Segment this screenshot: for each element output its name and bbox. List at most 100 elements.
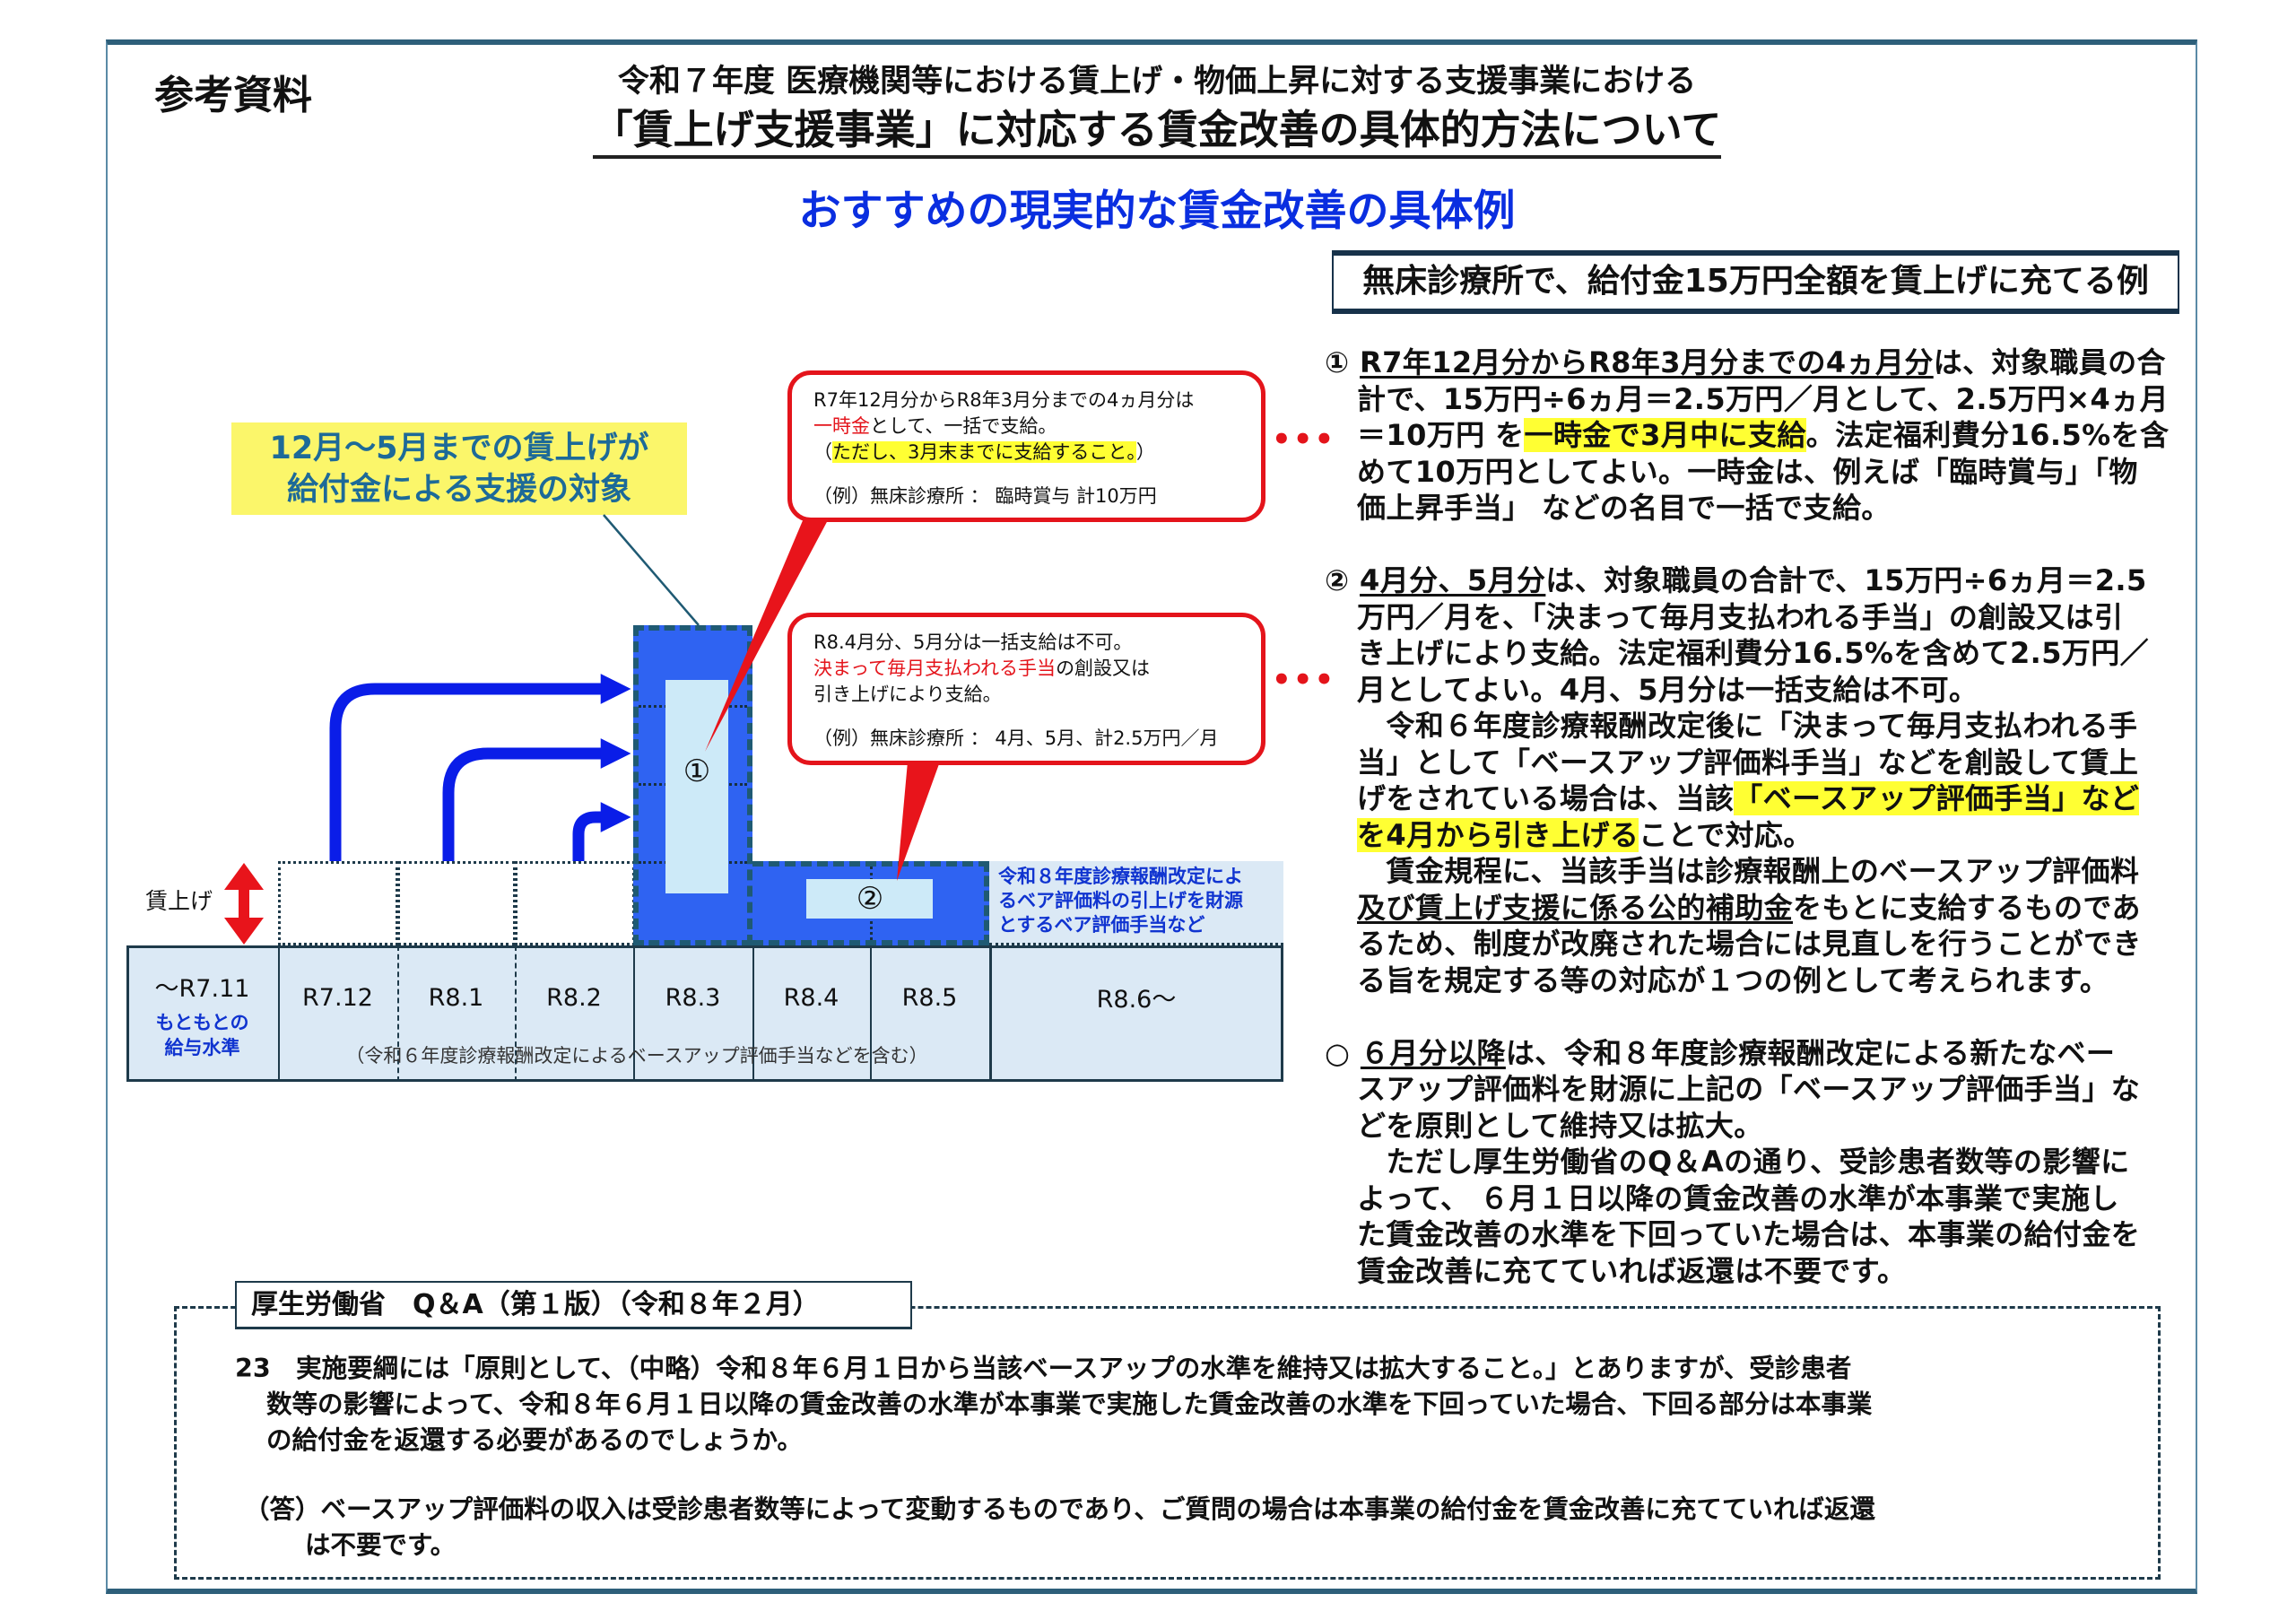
text-line: ② 4月分、5月分は、対象職員の合計で、15万円÷6ヵ月＝2.5 bbox=[1325, 562, 2204, 599]
column-divider bbox=[752, 945, 754, 1082]
page-frame bbox=[106, 39, 2197, 1594]
text-segment: めて10万円としてよい。一時金は、例えば「臨時賞与」「物 bbox=[1357, 454, 2138, 489]
example-box: 無床診療所で、給付金15万円全額を賃上げに充てる例 bbox=[1332, 250, 2179, 314]
text-segment: は、対象職員の合 bbox=[1933, 345, 2166, 379]
callout1-line2: 一時金として、一括で支給。 bbox=[813, 414, 1261, 440]
month-label: R7.12 bbox=[302, 984, 373, 1012]
subtitle: おすすめの現実的な賃金改善の具体例 bbox=[798, 187, 1516, 236]
text-segment: は、令和８年度診療報酬改定による新たなベー bbox=[1505, 1035, 2116, 1070]
text-line: 月としてよい。4月、5月分は一括支給は不可。 bbox=[1325, 672, 2204, 709]
column-divider bbox=[278, 945, 280, 1082]
callout-lump-sum: R7年12月分からR8年3月分までの4ヵ月分は 一時金として、一括で支給。 （た… bbox=[787, 370, 1265, 522]
text-segment: ことで対応。 bbox=[1639, 817, 1813, 852]
support-target-line2: 給付金による支援の対象 bbox=[287, 472, 631, 508]
month-label: R8.5 bbox=[901, 984, 958, 1012]
month-table bbox=[126, 945, 1283, 1082]
item-marker: ○ bbox=[1325, 1035, 1361, 1070]
base-column-label: ～R7.11 bbox=[154, 975, 250, 1003]
text-line: げをされている場合は、当該「ベースアップ評価手当」など bbox=[1325, 780, 2204, 817]
text-line: 賃金規程に、当該手当は診療報酬上のベースアップ評価料 bbox=[1325, 853, 2204, 890]
r86-note-line: るベア評価料の引上げを財源 bbox=[998, 890, 1243, 911]
text-line: スアップ評価料を財源に上記の「ベースアップ評価手当」な bbox=[1325, 1071, 2204, 1108]
text-line: ○ ６月分以降は、令和８年度診療報酬改定による新たなベー bbox=[1325, 1035, 2204, 1072]
text-line: 当」として「ベースアップ評価料手当」などを創設して賃上 bbox=[1325, 745, 2204, 781]
text-line: るため、制度が改廃された場合には見直しを行うことができ bbox=[1325, 926, 2204, 962]
reference-label: 参考資料 bbox=[154, 73, 312, 118]
table-footnote: （令和６年度診療報酬改定によるベースアップ評価手当などを含む） bbox=[345, 1045, 928, 1067]
column-divider bbox=[989, 945, 992, 1082]
marker-1: ① bbox=[683, 753, 711, 789]
month-label: R8.6～ bbox=[1096, 986, 1177, 1014]
item-marker: ① bbox=[1325, 345, 1361, 379]
callout2-tail bbox=[897, 762, 940, 881]
text-segment: 。法定福利費分16.5%を含 bbox=[1805, 418, 2170, 452]
text-segment: 賃金改善に充てていれば返還は不要です。 bbox=[1357, 1253, 1907, 1288]
text-segment: をもとに支給するものであ bbox=[1793, 890, 2141, 925]
wage-cell bbox=[397, 861, 516, 945]
column-divider bbox=[515, 945, 517, 1082]
text-segment: げをされている場合は、当該 bbox=[1357, 781, 1735, 815]
title-line2-text: 「賃上げ支援事業」に対応する賃金改善の具体的方法について bbox=[592, 106, 1722, 159]
text-segment: 価上昇手当」 などの名目で一括で支給。 bbox=[1357, 491, 1891, 525]
pointer-line bbox=[603, 514, 700, 626]
column-divider bbox=[870, 945, 872, 1082]
callout2-line2: 決まって毎月支払われる手当の創設又は bbox=[813, 656, 1261, 682]
text-line: ただし厚生労働省のQ＆Aの通り、受診患者数等の影響に bbox=[1325, 1144, 2204, 1180]
callout2-rest: の創設又は bbox=[1056, 658, 1151, 679]
callout1-highlight: ただし、3月末までに支給すること。 bbox=[832, 441, 1136, 463]
text-line: 賃金改善に充てていれば返還は不要です。 bbox=[1325, 1253, 2204, 1290]
qa-answer-line: は不要です。 bbox=[305, 1530, 457, 1560]
text-segment: た賃金改善の水準を下回っていた場合は、本事業の給付金を bbox=[1357, 1217, 2141, 1251]
text-line: どを原則として維持又は拡大。 bbox=[1325, 1108, 2204, 1145]
highlighted-text: 「ベースアップ評価手当」など bbox=[1734, 781, 2140, 815]
callout2-line3: 引き上げにより支給。 bbox=[813, 684, 1002, 705]
base-note-line2: 給与水準 bbox=[164, 1037, 240, 1058]
wage-cell bbox=[278, 861, 398, 945]
text-line: よって、 ６月１日以降の賃金改善の水準が本事業で実施し bbox=[1325, 1180, 2204, 1217]
text-line: 計で、15万円÷6ヵ月＝2.5万円／月として、2.5万円×4ヵ月 bbox=[1325, 381, 2204, 418]
callout1-line3: （ただし、3月末までに支給すること。） bbox=[813, 440, 1261, 466]
wage-cell bbox=[515, 861, 635, 945]
underlined-text: 及び賃上げ支援に係る公的補助金 bbox=[1357, 890, 1794, 925]
text-line: めて10万円としてよい。一時金は、例えば「臨時賞与」「物 bbox=[1325, 454, 2204, 491]
month-label: R8.1 bbox=[428, 984, 484, 1012]
text-segment: どを原則として維持又は拡大。 bbox=[1357, 1108, 1763, 1143]
qa-question-line: 数等の影響によって、令和８年６月１日以降の賃金改善の水準が本事業で実施した賃金改… bbox=[266, 1389, 1873, 1419]
text-segment: は、対象職員の合計で、15万円÷6ヵ月＝2.5 bbox=[1545, 563, 2147, 597]
ellipsis-dots: ••• bbox=[1272, 662, 1336, 698]
text-segment: ただし厚生労働省のQ＆Aの通り、受診患者数等の影響に bbox=[1357, 1145, 2130, 1179]
title-line1: 令和７年度 医療機関等における賃上げ・物価上昇に対する支援事業における bbox=[617, 64, 1697, 100]
text-line: を4月から引き上げることで対応。 bbox=[1325, 817, 2204, 854]
text-line: 価上昇手当」 などの名目で一括で支給。 bbox=[1325, 490, 2204, 527]
highlighted-text: 一時金で3月中に支給 bbox=[1524, 418, 1806, 452]
text-line: る旨を規定する等の対応が１つの例として考えられます。 bbox=[1325, 962, 2204, 999]
text-segment: 計で、15万円÷6ヵ月＝2.5万円／月として、2.5万円×4ヵ月 bbox=[1357, 381, 2170, 416]
month-label: R8.3 bbox=[665, 984, 721, 1012]
column-divider bbox=[633, 945, 635, 1082]
text-line: 令和６年度診療報酬改定後に「決まって毎月支払われる手 bbox=[1325, 708, 2204, 745]
underlined-text: R7年12月分からR8年3月分までの4ヵ月分 bbox=[1360, 345, 1934, 379]
text-segment: 当」として「ベースアップ評価料手当」などを創設して賃上 bbox=[1357, 745, 2139, 780]
text-line: 万円／月を、「決まって毎月支払われる手当」の創設又は引 bbox=[1325, 599, 2204, 636]
paren-open: （ bbox=[813, 441, 832, 463]
text-line: ① R7年12月分からR8年3月分までの4ヵ月分は、対象職員の合 bbox=[1325, 344, 2204, 381]
arrow-feb bbox=[572, 802, 631, 861]
text-segment: スアップ評価料を財源に上記の「ベースアップ評価手当」な bbox=[1357, 1072, 2141, 1106]
text-segment: るため、制度が改廃された場合には見直しを行うことができ bbox=[1357, 927, 2142, 961]
callout1-line1: R7年12月分からR8年3月分までの4ヵ月分は bbox=[813, 389, 1195, 411]
qa-answer-line: （答）ベースアップ評価料の収入は受診患者数等によって変動するものであり、ご質問の… bbox=[244, 1494, 1875, 1524]
paren-close: ） bbox=[1135, 441, 1155, 463]
r86-note: 令和８年度診療報酬改定によ るベア評価料の引上げを財源 とするベア評価手当など bbox=[989, 861, 1283, 945]
callout2-example: （例）無床診療所 ： 4月、5月、計2.5万円／月 bbox=[813, 727, 1219, 749]
base-column-note: もともとの 給与水準 bbox=[126, 1010, 278, 1060]
arrow-jan bbox=[442, 738, 631, 861]
text-segment: 万円／月を、「決まって毎月支払われる手当」の創設又は引 bbox=[1357, 599, 2124, 634]
month-label: R8.2 bbox=[546, 984, 602, 1012]
callout2-line1: R8.4月分、5月分は一括支給は不可。 bbox=[813, 631, 1133, 653]
text-segment: き上げにより支給。法定福利費分16.5%を含めて2.5万円／ bbox=[1357, 636, 2150, 670]
title-line2: 「賃上げ支援事業」に対応する賃金改善の具体的方法について bbox=[0, 97, 2296, 159]
explanation-text: ① R7年12月分からR8年3月分までの4ヵ月分は、対象職員の合計で、15万円÷… bbox=[1325, 344, 2204, 1289]
underlined-text: 4月分、5月分 bbox=[1360, 563, 1546, 597]
text-line: き上げにより支給。法定福利費分16.5%を含めて2.5万円／ bbox=[1325, 635, 2204, 672]
